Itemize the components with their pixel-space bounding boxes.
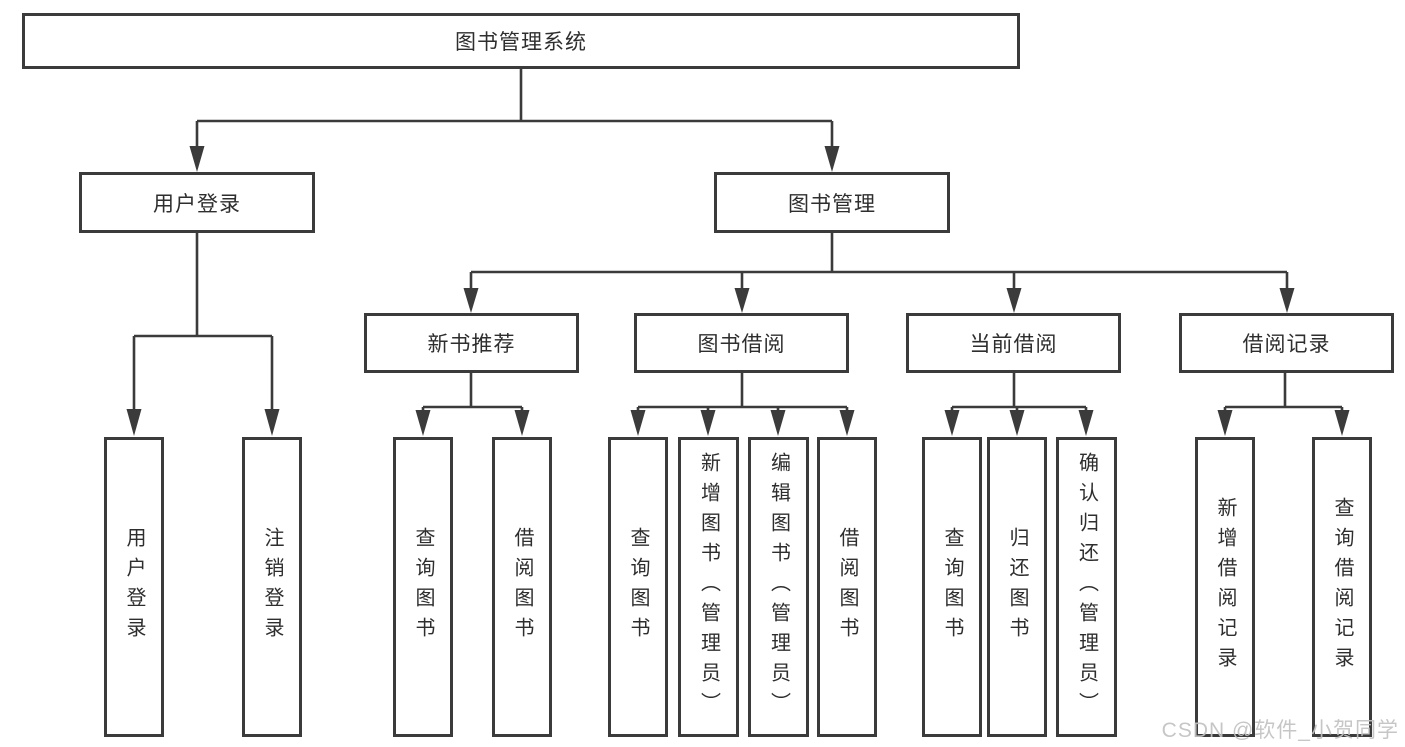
node-label: 借阅图书 [511, 527, 533, 647]
node-label: 新增图书（管理员） [697, 452, 720, 722]
node-label: 当前借阅 [969, 333, 1058, 356]
edge-management-to-level3 [469, 232, 1289, 289]
edge-recommend-to-leaves [421, 373, 524, 412]
node-label: 借阅记录 [1242, 333, 1331, 356]
node-label: 新书推荐 [427, 333, 516, 356]
node-label: 查询借阅记录 [1331, 497, 1353, 677]
leaf-query-books-current: 查询图书 [922, 437, 982, 737]
node-label: 图书借阅 [697, 333, 786, 356]
node-label: 查询图书 [627, 527, 649, 647]
node-borrow-records: 借阅记录 [1179, 313, 1394, 373]
node-book-management: 图书管理 [714, 172, 950, 233]
edge-root-to-level2 [195, 68, 834, 148]
leaf-borrow-books-recommend: 借阅图书 [492, 437, 552, 737]
leaf-borrow-books: 借阅图书 [817, 437, 877, 737]
node-label: 归还图书 [1006, 527, 1028, 647]
node-label: 借阅图书 [836, 527, 858, 647]
leaf-edit-books-admin: 编辑图书（管理员） [748, 437, 809, 737]
leaf-query-books-recommend: 查询图书 [393, 437, 453, 737]
leaf-logout: 注销登录 [242, 437, 302, 737]
node-current-borrow: 当前借阅 [906, 313, 1121, 373]
edge-login-to-leaves [132, 232, 274, 411]
node-user-login: 用户登录 [79, 172, 315, 233]
node-label: 用户登录 [123, 527, 145, 647]
edge-records-to-leaves [1223, 373, 1344, 412]
leaf-query-books-borrow: 查询图书 [608, 437, 668, 737]
node-label: 注销登录 [261, 527, 283, 647]
node-label: 查询图书 [412, 527, 434, 647]
node-label: 确认归还（管理员） [1075, 452, 1098, 722]
node-library-system: 图书管理系统 [22, 13, 1020, 69]
edge-borrow-to-leaves [636, 373, 849, 412]
node-new-book-recommend: 新书推荐 [364, 313, 579, 373]
node-label: 查询图书 [941, 527, 963, 647]
leaf-add-books-admin: 新增图书（管理员） [678, 437, 739, 737]
node-label: 图书管理 [788, 192, 876, 216]
leaf-confirm-return-admin: 确认归还（管理员） [1056, 437, 1117, 737]
edge-current-to-leaves [950, 373, 1088, 412]
leaf-add-borrow-record: 新增借阅记录 [1195, 437, 1255, 737]
csdn-watermark: CSDN @软件_小贺同学 [1161, 719, 1399, 742]
node-label: 编辑图书（管理员） [767, 452, 790, 722]
leaf-return-books: 归还图书 [987, 437, 1047, 737]
node-book-borrow: 图书借阅 [634, 313, 849, 373]
node-label: 新增借阅记录 [1214, 497, 1236, 677]
leaf-user-login: 用户登录 [104, 437, 164, 737]
leaf-query-borrow-record: 查询借阅记录 [1312, 437, 1372, 737]
node-label: 用户登录 [153, 192, 241, 216]
node-label: 图书管理系统 [455, 31, 587, 54]
